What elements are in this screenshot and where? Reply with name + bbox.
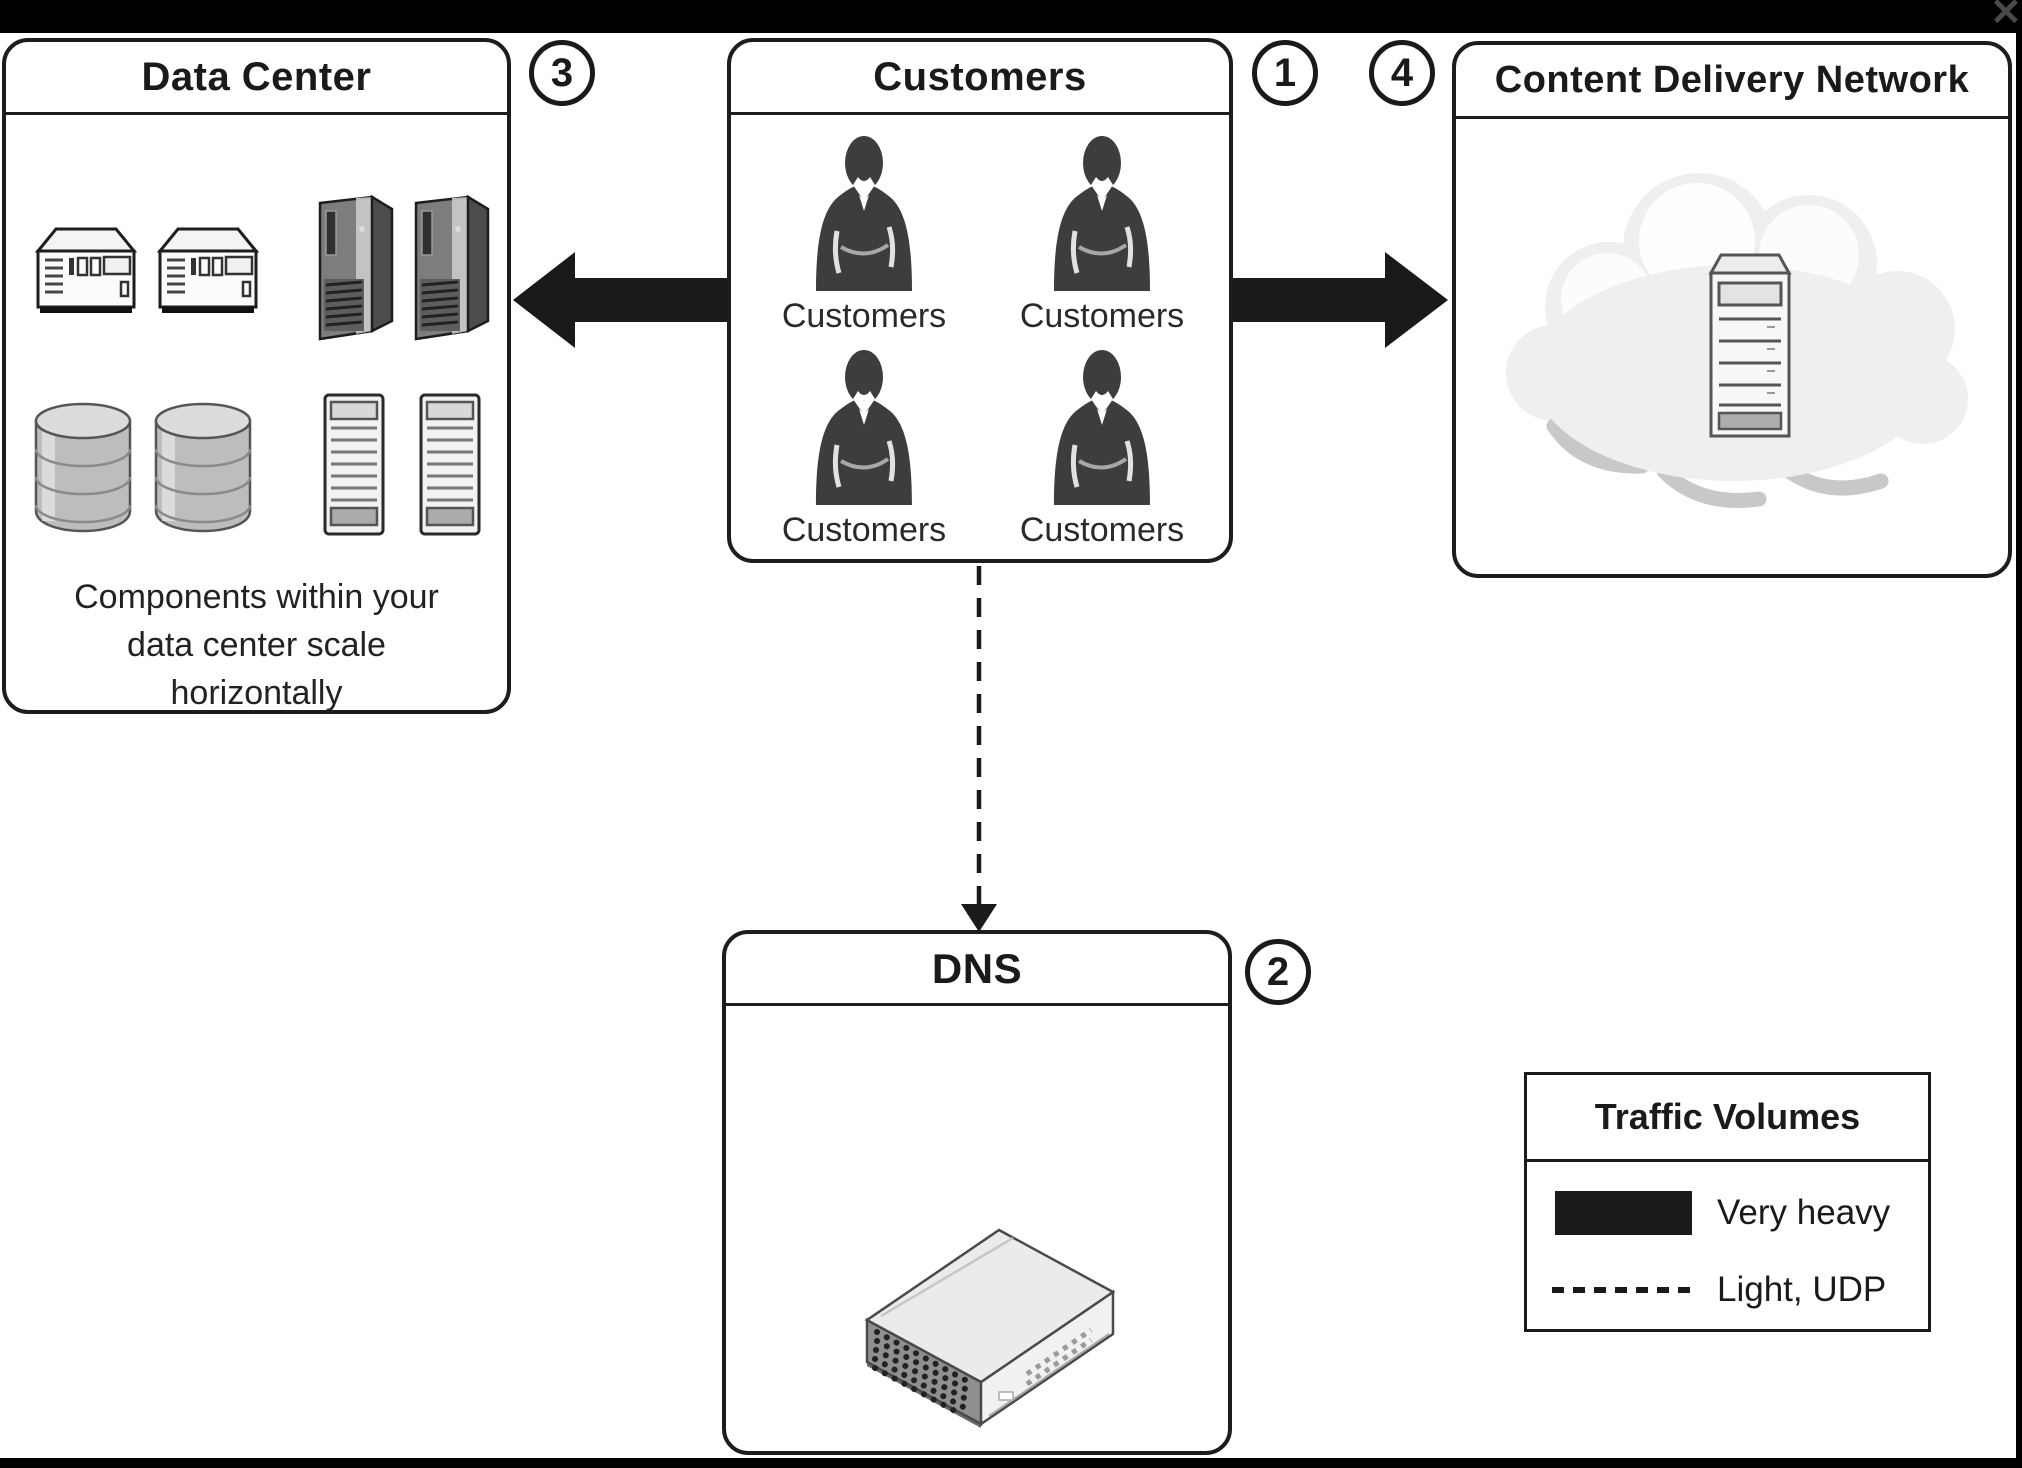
database-icon <box>152 399 254 533</box>
tower-server-icon <box>410 193 492 343</box>
legend-label: Very heavy <box>1717 1193 1891 1232</box>
caption-line: Components within your <box>74 578 439 616</box>
customer-label: Customers <box>781 297 947 335</box>
step-badge-1: 1 <box>1252 40 1318 106</box>
customer-group: Customers <box>749 133 979 336</box>
customer-label: Customers <box>1019 511 1185 549</box>
dns-panel: DNS <box>722 930 1232 1455</box>
traffic-volumes-legend: Traffic Volumes Very heavy Light, UDP <box>1524 1072 1931 1332</box>
customer-group: Customers <box>749 347 979 550</box>
person-icon <box>808 133 920 291</box>
step-badge-3: 3 <box>529 40 595 106</box>
database-icon <box>32 399 134 533</box>
data-center-caption: Components within your data center scale… <box>6 573 507 717</box>
data-center-title: Data Center <box>6 42 507 115</box>
customer-group: Customers <box>987 347 1217 550</box>
box-server-icon <box>156 225 260 317</box>
customer-label: Customers <box>781 511 947 549</box>
data-center-panel: Data Center Components within your data … <box>2 38 511 714</box>
legend-title: Traffic Volumes <box>1527 1075 1928 1162</box>
caption-line: data center scale <box>127 626 386 664</box>
person-icon <box>808 347 920 505</box>
customer-group: Customers <box>987 133 1217 336</box>
dns-title: DNS <box>726 934 1228 1006</box>
very-heavy-swatch <box>1555 1191 1692 1235</box>
light-udp-swatch <box>1552 1287 1694 1293</box>
cloud-server-icon <box>1499 141 1969 541</box>
box-server-icon <box>34 225 138 317</box>
customers-title: Customers <box>731 42 1229 115</box>
rack-server-icon <box>418 392 482 537</box>
caption-line: horizontally <box>170 674 343 712</box>
cdn-panel: Content Delivery Network <box>1452 41 2012 578</box>
dns-switch-icon <box>829 1216 1129 1428</box>
rack-server-icon <box>322 392 386 537</box>
window-close-icon[interactable]: ✕ <box>1990 0 2022 34</box>
step-badge-4: 4 <box>1369 40 1435 106</box>
tower-server-icon <box>314 193 396 343</box>
customer-label: Customers <box>1019 297 1185 335</box>
step-badge-2: 2 <box>1245 939 1311 1005</box>
customers-panel: Customers Customers Customers Customers … <box>727 38 1233 563</box>
cdn-title: Content Delivery Network <box>1456 45 2008 119</box>
legend-label: Light, UDP <box>1717 1270 1887 1309</box>
person-icon <box>1046 133 1158 291</box>
person-icon <box>1046 347 1158 505</box>
